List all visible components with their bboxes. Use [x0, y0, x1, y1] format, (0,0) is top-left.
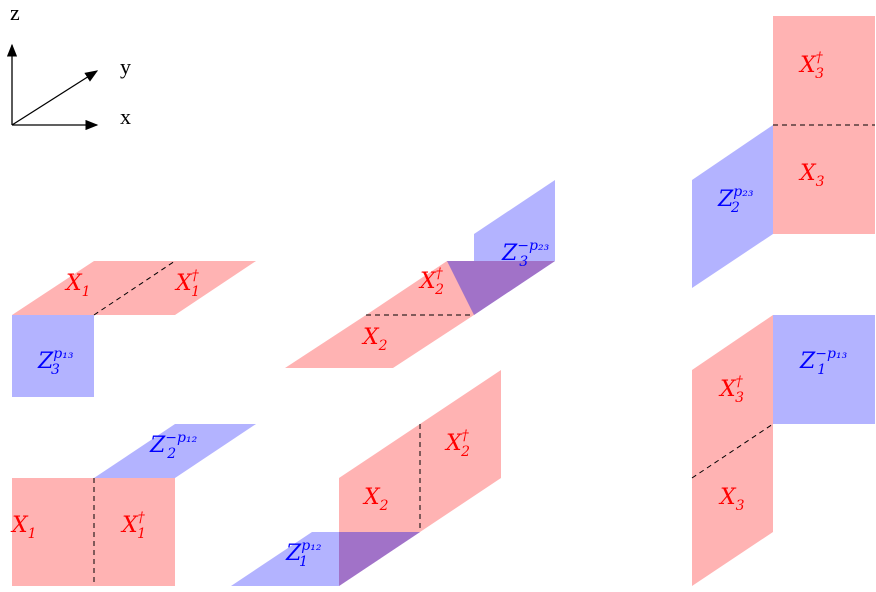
label-base: Z — [37, 349, 54, 374]
label-subscript: 1 — [28, 526, 37, 542]
p4-x1-dagger-label: X†1 — [120, 510, 146, 542]
label-base: X — [64, 271, 83, 296]
label-superscript: p₁₃ — [53, 346, 74, 362]
z-axis-label: z — [10, 0, 20, 25]
p4-x1-label: X1 — [10, 513, 37, 542]
p6-blue-vertical-face — [773, 315, 875, 424]
label-superscript: † — [462, 428, 470, 444]
y-axis-arrow — [11, 70, 99, 126]
label-subscript: 2 — [166, 446, 176, 462]
label-superscript: −p₁₂ — [165, 430, 197, 446]
label-subscript: 1 — [817, 362, 826, 378]
label-subscript: 3 — [736, 498, 745, 514]
axis-legend: z y x — [6, 0, 131, 131]
label-subscript: 2 — [730, 200, 740, 216]
label-base: X — [361, 325, 380, 350]
label-base: Z — [717, 187, 734, 212]
p6-dashed-divider — [691, 423, 774, 479]
p3-x3-label: X3 — [798, 161, 825, 190]
p5-x2-dagger-label: X†2 — [444, 428, 470, 460]
label-superscript: † — [192, 268, 200, 284]
y-axis-label: y — [120, 54, 131, 79]
label-base: Z — [799, 349, 816, 374]
p1-x1-dagger-label: X†1 — [174, 268, 200, 300]
label-subscript: 3 — [815, 66, 824, 82]
label-base: X — [798, 53, 817, 78]
p6-x3-label: X3 — [718, 485, 745, 514]
label-superscript: † — [736, 374, 744, 390]
p2-overlap-region — [447, 261, 555, 315]
label-subscript: 3 — [51, 362, 60, 378]
label-base: X — [174, 271, 193, 296]
p2-x2-label: X2 — [361, 325, 388, 354]
label-subscript: 1 — [191, 284, 200, 300]
p2-x2-dagger-label: X†2 — [418, 266, 444, 298]
p1-x1-label: X1 — [64, 271, 91, 300]
p6-x3-dagger-label: X†3 — [718, 374, 744, 406]
p3-blue-vertical-face — [692, 125, 773, 288]
label-subscript: 2 — [379, 498, 389, 514]
label-subscript: 2 — [460, 444, 470, 460]
label-superscript: † — [138, 510, 146, 526]
label-subscript: 3 — [735, 390, 744, 406]
label-base: X — [120, 513, 139, 538]
label-base: X — [362, 485, 381, 510]
label-subscript: 1 — [137, 526, 146, 542]
label-base: X — [718, 485, 737, 510]
label-subscript: 1 — [299, 554, 308, 570]
label-superscript: † — [436, 266, 444, 282]
label-subscript: 2 — [378, 338, 388, 354]
label-base: X — [718, 377, 737, 402]
p6-red-lower-face — [692, 424, 773, 586]
p3-x3-dagger-label: X†3 — [798, 50, 824, 82]
p5-x2-label: X2 — [362, 485, 389, 514]
label-base: Z — [285, 541, 302, 566]
label-superscript: p₁₂ — [301, 538, 322, 554]
label-base: X — [10, 513, 29, 538]
label-base: X — [418, 269, 437, 294]
p1-dashed-divider — [93, 260, 176, 316]
p2-red-upper-face — [366, 261, 474, 315]
label-subscript: 2 — [434, 282, 444, 298]
label-subscript: 3 — [519, 254, 528, 270]
label-base: Z — [501, 241, 518, 266]
p4-blue-horizontal-face — [94, 424, 256, 478]
label-superscript: † — [816, 50, 824, 66]
x-axis-label: x — [120, 104, 131, 129]
label-base: X — [798, 161, 817, 186]
label-superscript: p₂₃ — [733, 184, 754, 200]
label-base: X — [444, 431, 463, 456]
label-subscript: 1 — [82, 284, 91, 300]
p5-overlap-region — [339, 532, 420, 586]
label-base: Z — [149, 433, 166, 458]
p1-blue-vertical-face — [12, 315, 94, 397]
p2-red-lower-face — [285, 315, 474, 368]
label-superscript: −p₂₃ — [517, 238, 549, 254]
p3-red-vertical-face — [773, 16, 875, 234]
label-superscript: −p₁₃ — [815, 346, 847, 362]
label-subscript: 3 — [816, 174, 825, 190]
